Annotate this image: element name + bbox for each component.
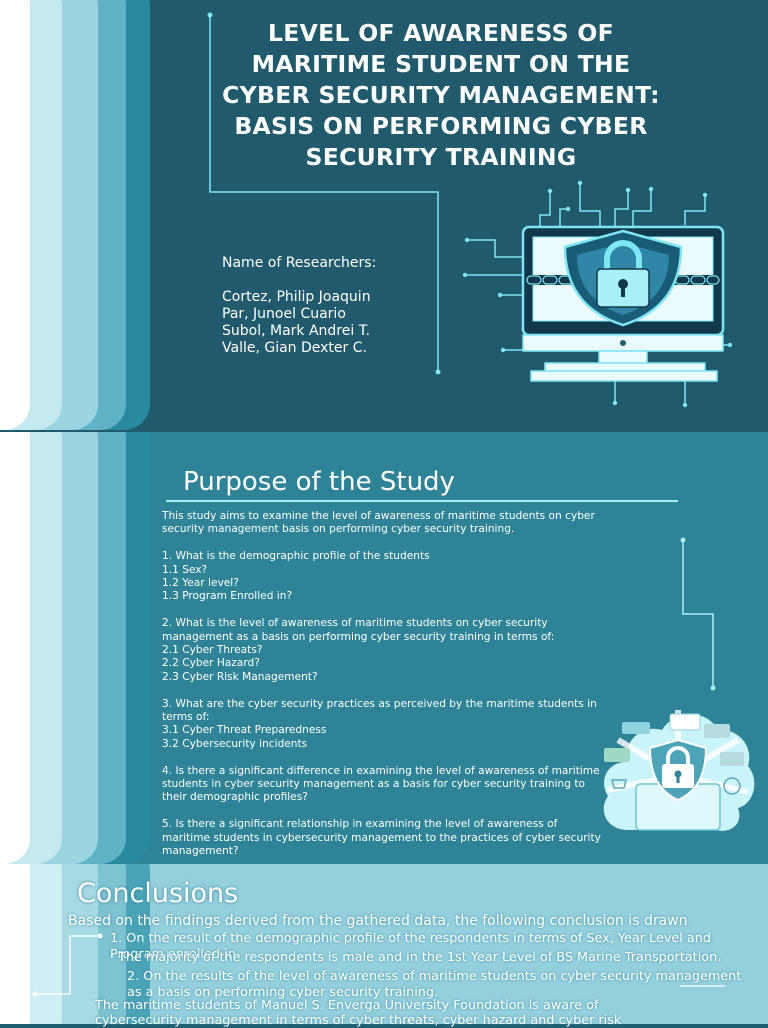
question-line: 1.3 Program Enrolled in? — [162, 590, 293, 603]
question-line: 3. What are the cyber security practices… — [162, 697, 597, 724]
question-5: 5. Is there a significant relationship i… — [162, 818, 601, 858]
question-line: 1.1 Sex? — [162, 563, 208, 576]
tab-decoration — [0, 864, 30, 1024]
question-3: 3. What are the cyber security practices… — [162, 698, 607, 752]
researcher-name: Subol, Mark Andrei T. — [222, 323, 371, 339]
question-line: 2.2 Cyber Hazard? — [162, 657, 260, 670]
circuit-lines — [207, 12, 441, 375]
conclusion-item-1: 1. On the result of the demographic prof… — [110, 931, 711, 962]
conclusions-heading: Conclusions — [77, 878, 239, 909]
question-4: 4. Is there a significant difference in … — [162, 764, 600, 804]
conclusion-result-1: The majority of the respondents is male … — [118, 950, 722, 965]
question-line: 2. What is the level of awareness of mar… — [162, 617, 555, 643]
circuit-lines — [32, 933, 725, 997]
tab-decoration — [0, 432, 30, 864]
question-line: 3.1 Cyber Threat Preparedness — [162, 724, 327, 737]
lock-cloud-icon — [603, 710, 755, 831]
researcher-name: Cortez, Philip Joaquin — [222, 289, 371, 305]
purpose-panel — [0, 432, 768, 864]
conclusion-item-2: 2. On the results of the level of awaren… — [127, 969, 742, 1000]
researcher-name: Par, Junoel Cuario — [222, 306, 346, 322]
title-panel: LEVEL OF AWARENESS OF MARITIME STUDENT O… — [0, 0, 768, 432]
purpose-intro: This study aims to examine the level of … — [162, 510, 595, 536]
question-line: 2.1 Cyber Threats? — [162, 644, 263, 657]
question-line: 1. What is the demographic profile of th… — [162, 550, 430, 563]
purpose-heading: Purpose of the Study — [183, 467, 455, 497]
question-line: 2.3 Cyber Risk Management? — [162, 670, 318, 683]
circuit-lines — [680, 537, 716, 691]
conclusions-panel — [0, 864, 768, 1024]
question-line: 1.2 Year level? — [162, 577, 239, 590]
researchers-heading: Name of Researchers: — [222, 255, 377, 271]
poster-title: LEVEL OF AWARENESS OF MARITIME STUDENT O… — [222, 19, 660, 171]
researcher-name: Valle, Gian Dexter C. — [222, 340, 367, 356]
researchers-block: Name of Researchers: Cortez, Philip Joaq… — [222, 255, 376, 357]
tab-decoration — [0, 0, 30, 430]
purpose-body: This study aims to examine the level of … — [162, 510, 607, 872]
question-line: 3.2 Cybersecurity incidents — [162, 737, 308, 750]
conclusions-intro: Based on the findings derived from the g… — [68, 913, 688, 929]
question-1: 1. What is the demographic profile of th… — [162, 550, 607, 604]
locked-monitor-icon — [462, 180, 733, 408]
heading-underline — [166, 500, 678, 502]
question-2: 2. What is the level of awareness of mar… — [162, 617, 607, 684]
